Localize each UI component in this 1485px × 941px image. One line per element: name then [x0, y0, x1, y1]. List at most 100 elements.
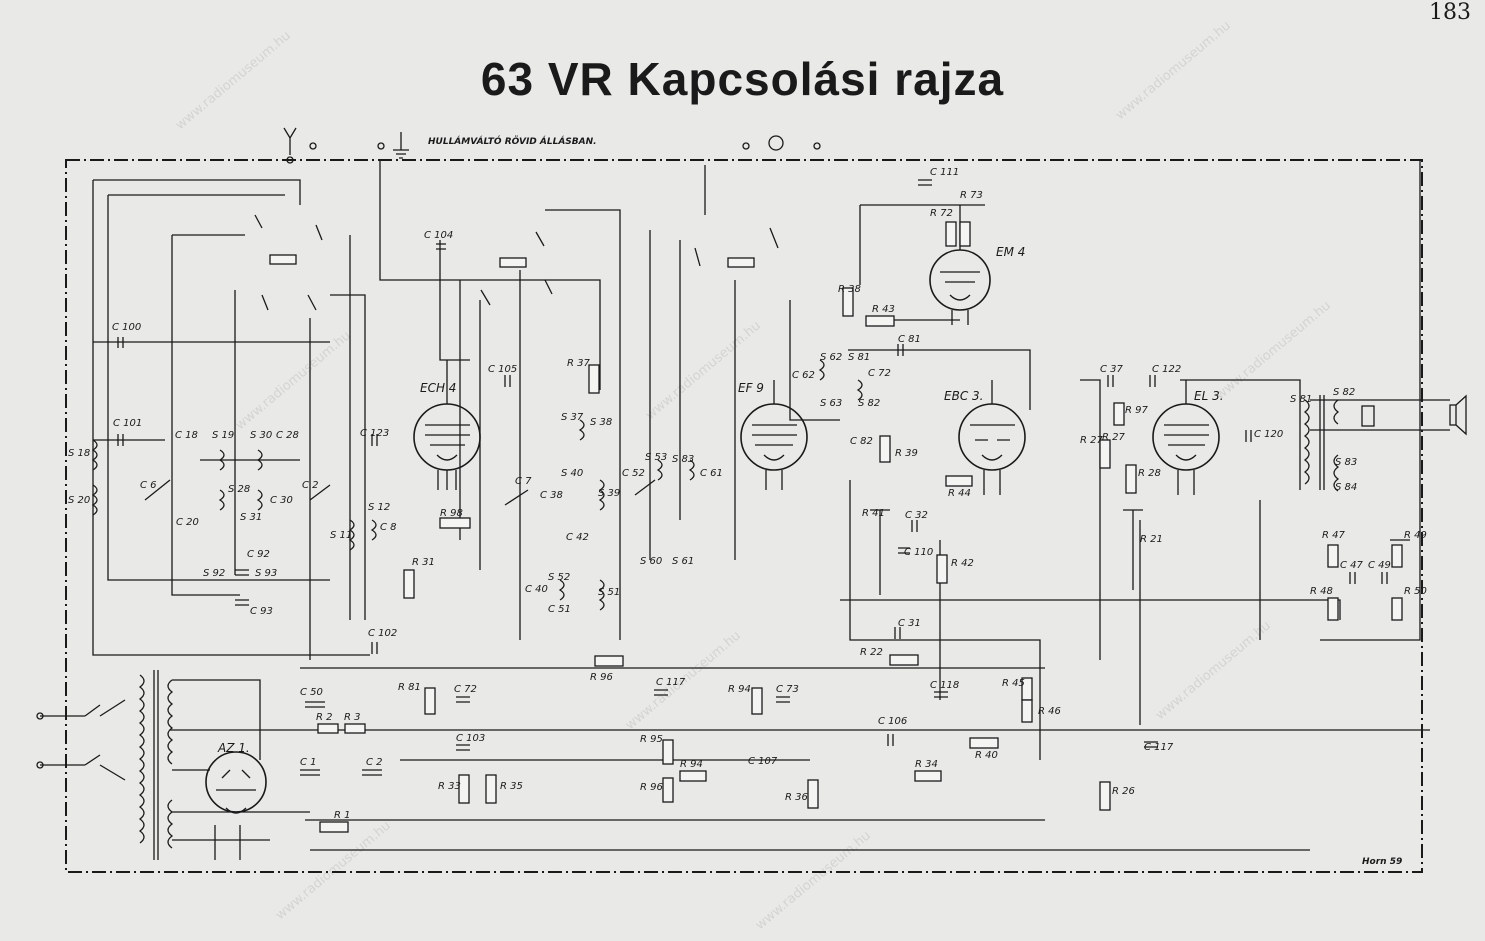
component-label: R 34	[915, 759, 938, 770]
ground-terminal	[377, 142, 385, 150]
watermark: www.radiomuseum.hu	[1153, 618, 1274, 723]
component-label: S 82	[1333, 387, 1355, 398]
component-label: C 30	[270, 495, 293, 506]
wave-switch	[254, 214, 779, 311]
component-label: R 95	[640, 734, 663, 745]
tube-ech4: ECH 4	[413, 360, 481, 490]
resistor-r48	[1327, 597, 1339, 621]
watermark: www.radiomuseum.hu	[643, 318, 764, 423]
capacitor	[911, 520, 918, 532]
resistor-r97	[594, 655, 624, 667]
power-wire	[172, 679, 310, 860]
capacitor	[1149, 375, 1156, 387]
capacitor	[1107, 375, 1114, 387]
component-label: S 62	[820, 352, 842, 363]
component-label: S 38	[590, 417, 612, 428]
capacitor	[362, 769, 382, 776]
component-label: R 47	[1322, 530, 1345, 541]
terminal	[309, 142, 317, 150]
capacitor	[776, 696, 790, 703]
resistor-r44	[945, 475, 973, 487]
component-label: R 28	[1138, 468, 1161, 479]
capacitor	[894, 627, 901, 639]
component-label: S 39	[598, 488, 620, 499]
capacitor	[934, 691, 948, 698]
component-label: R 96	[640, 782, 663, 793]
if-wire	[649, 165, 1031, 560]
antenna-terminal	[286, 156, 294, 164]
component-label: C 72	[454, 684, 477, 695]
ground-icon	[393, 132, 409, 159]
component-label: S 84	[1335, 482, 1357, 493]
resistor-r62	[959, 221, 971, 247]
resistor-r94	[679, 770, 707, 782]
component-label: C 123	[360, 428, 389, 439]
component-label: R 26	[1112, 786, 1135, 797]
component-label: C 101	[113, 418, 142, 429]
capacitor	[887, 734, 894, 746]
component-label: S 37	[561, 412, 584, 423]
component-label: R 41	[862, 508, 885, 519]
capacitor	[897, 344, 904, 356]
variable-capacitor	[144, 479, 656, 506]
component-label: C 2	[302, 480, 319, 491]
component-label: R 21	[1140, 534, 1163, 545]
resistor-r38	[842, 287, 854, 317]
resistor-r35	[485, 774, 497, 804]
tube-label: EF 9	[738, 381, 764, 395]
resistor-r40	[969, 737, 999, 749]
component-label: R 40	[975, 750, 998, 761]
resistor-r96	[662, 777, 674, 803]
resistor-r43	[865, 315, 895, 327]
component-label: S 31	[240, 512, 262, 523]
component-label: S 30	[250, 430, 272, 441]
resistor-r98	[1113, 402, 1125, 426]
resistor-r49	[1391, 544, 1403, 568]
resistor-r2	[317, 723, 339, 734]
component-label: R 94	[728, 684, 751, 695]
component-label: S 12	[368, 502, 390, 513]
resistor-r27	[1099, 439, 1111, 469]
component-label: S 60	[640, 556, 662, 567]
component-label: C 7	[515, 476, 532, 487]
resistor-r47	[1327, 544, 1339, 568]
resistor-r50	[1391, 597, 1403, 621]
component-label: R 31	[412, 557, 435, 568]
component-label: C 81	[898, 334, 921, 345]
watermark: www.radiomuseum.hu	[233, 328, 354, 433]
component-label: C 50	[300, 687, 323, 698]
watermark: www.radiomuseum.hu	[1113, 18, 1234, 123]
resistor-r61	[945, 221, 957, 247]
coil-group	[91, 359, 863, 611]
capacitor	[436, 243, 446, 250]
component-label: S 18	[68, 448, 90, 459]
resistor-r28	[1125, 464, 1137, 494]
component-label: R 50	[1404, 586, 1427, 597]
capacitor	[456, 744, 470, 751]
page-number: 183	[1429, 0, 1471, 25]
component-label: C 118	[930, 680, 959, 691]
capacitor	[456, 696, 470, 703]
component-label: S 20	[68, 495, 90, 506]
component-label: C 47	[1340, 560, 1364, 571]
component-label: S 28	[228, 484, 250, 495]
tube-label: EBC 3.	[944, 389, 983, 403]
capacitor-group	[117, 179, 1388, 776]
component-label: C 40	[525, 584, 548, 595]
component-label: S 93	[255, 568, 277, 579]
input-wire	[92, 179, 370, 660]
capacitor	[898, 547, 910, 554]
watermark: www.radiomuseum.hu	[1213, 298, 1334, 403]
watermark: www.radiomuseum.hu	[273, 818, 394, 923]
input-wire	[93, 341, 330, 461]
component-label: S 81	[848, 352, 870, 363]
component-label: S 81	[1290, 394, 1312, 405]
capacitor	[117, 337, 124, 348]
antenna-icon	[283, 127, 297, 155]
resistor-r34	[914, 770, 942, 782]
diagram-title: 63 VR Kapcsolási rajza	[480, 53, 1005, 105]
potentiometer-icon	[870, 509, 1143, 595]
capacitor	[235, 569, 249, 606]
terminal	[813, 142, 821, 150]
